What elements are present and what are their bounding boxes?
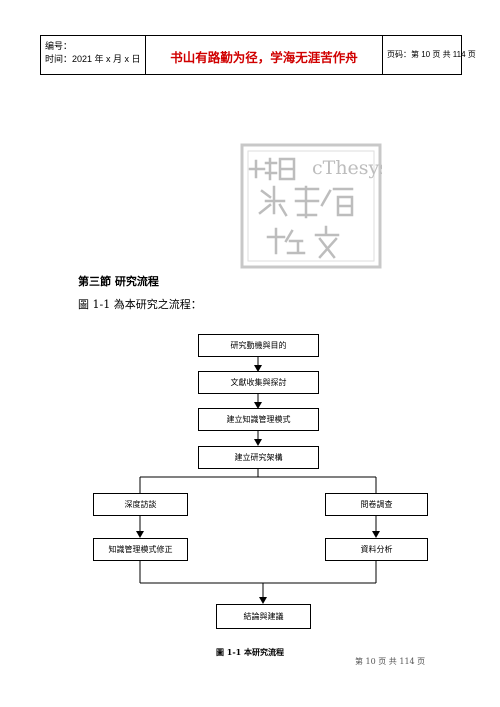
page-footer: 第 10 页 共 114 页 <box>355 657 426 666</box>
flow-box-interview: 深度訪談 <box>93 493 188 516</box>
header-motto: 书山有路勤为径，学海无涯苦作舟 <box>170 50 358 65</box>
flow-box-km-revise: 知識管理模式修正 <box>93 538 188 561</box>
header-page-cell: 页码：第 10 页 共 114 页 <box>383 36 476 74</box>
flow-box-km-model: 建立知識管理模式 <box>198 408 319 431</box>
flow-box-literature: 文獻收集與探討 <box>198 371 319 394</box>
flow-box-analysis: 資料分析 <box>325 538 428 561</box>
flow-box-motivation: 研究動機與目的 <box>198 334 319 357</box>
header-code-label: 编号： <box>45 41 73 51</box>
flow-box-conclusion: 結論與建議 <box>216 604 311 629</box>
header-page-info: 页码：第 10 页 共 114 页 <box>387 50 476 59</box>
flow-box-questionnaire: 問卷調查 <box>325 493 428 516</box>
watermark-text: cThesys <box>312 157 382 179</box>
watermark-seal-logo: cThesys <box>240 143 382 269</box>
section-title: 第三節 研究流程 <box>78 275 159 288</box>
header-motto-cell: 书山有路勤为径，学海无涯苦作舟 <box>146 36 383 74</box>
header-info-cell: 编号： 时间：2021 年 x 月 x 日 <box>41 36 146 74</box>
section-intro: 圖 1-1 為本研究之流程： <box>78 298 202 311</box>
header-time-label: 时间：2021 年 x 月 x 日 <box>45 54 141 64</box>
figure-caption: 圖 1-1 本研究流程 <box>215 647 285 657</box>
flow-box-framework: 建立研究架構 <box>198 446 319 469</box>
page-header: 编号： 时间：2021 年 x 月 x 日 书山有路勤为径，学海无涯苦作舟 页码… <box>40 35 476 75</box>
